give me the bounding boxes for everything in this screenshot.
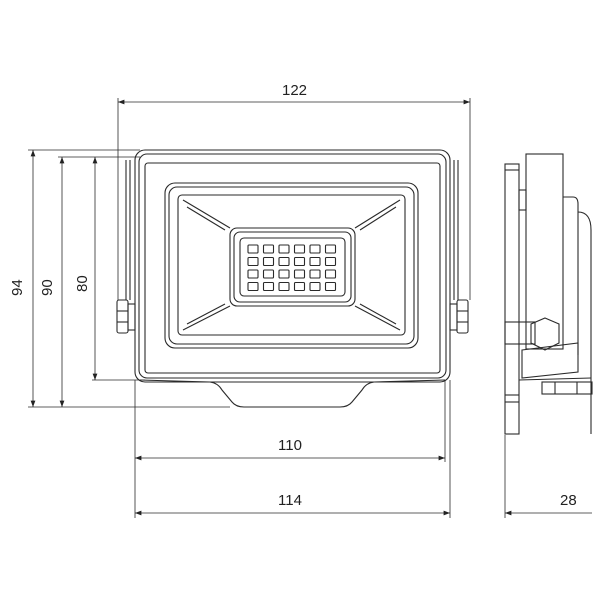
dimension-height-total: 94 (9, 149, 230, 408)
led-chip (293, 244, 306, 254)
front-view (116, 149, 469, 408)
led-chip (278, 269, 290, 279)
led-chip (293, 269, 306, 279)
led-chip (293, 281, 306, 292)
dimension-top-width: 122 (117, 82, 471, 300)
bracket-side (525, 153, 564, 350)
hex-bolt-icon (530, 317, 560, 351)
side-view (504, 153, 593, 435)
dim-label-122: 122 (282, 82, 307, 99)
led-chip (309, 244, 321, 254)
led-chip (324, 281, 337, 292)
led-grid (247, 244, 337, 292)
led-chip (278, 281, 290, 292)
dim-label-110: 110 (278, 437, 302, 454)
dimension-depth: 28 (504, 435, 592, 518)
dim-label-28: 28 (560, 492, 577, 509)
led-chip (309, 269, 321, 279)
led-chip (262, 244, 275, 254)
led-chip (278, 244, 290, 254)
led-chip (309, 256, 321, 267)
led-chip (247, 281, 259, 292)
led-chip (324, 269, 337, 279)
led-chip (262, 269, 275, 279)
led-chip (309, 281, 321, 292)
dim-label-90: 90 (39, 279, 56, 296)
dimension-height-mid: 90 (39, 156, 140, 407)
dimension-width-inner: 110 (134, 380, 451, 518)
led-chip (324, 244, 337, 254)
led-chip (324, 256, 337, 267)
led-chip (247, 269, 259, 279)
dim-label-94: 94 (9, 279, 26, 296)
dim-label-80: 80 (74, 275, 91, 292)
dim-label-114: 114 (278, 492, 302, 509)
led-chip (247, 256, 259, 267)
mount-plate (504, 163, 520, 435)
bracket-arm (125, 160, 459, 300)
led-chip (262, 256, 275, 267)
left-bolt (116, 299, 136, 334)
led-chip (247, 244, 259, 254)
led-chip (262, 281, 275, 292)
right-bolt (449, 299, 469, 334)
led-module (229, 227, 356, 307)
led-chip (278, 256, 290, 267)
dimension-height-inner: 80 (74, 157, 145, 381)
dimension-width-total: 114 (135, 492, 450, 516)
led-chip (293, 256, 306, 267)
housing-foot (139, 379, 446, 408)
